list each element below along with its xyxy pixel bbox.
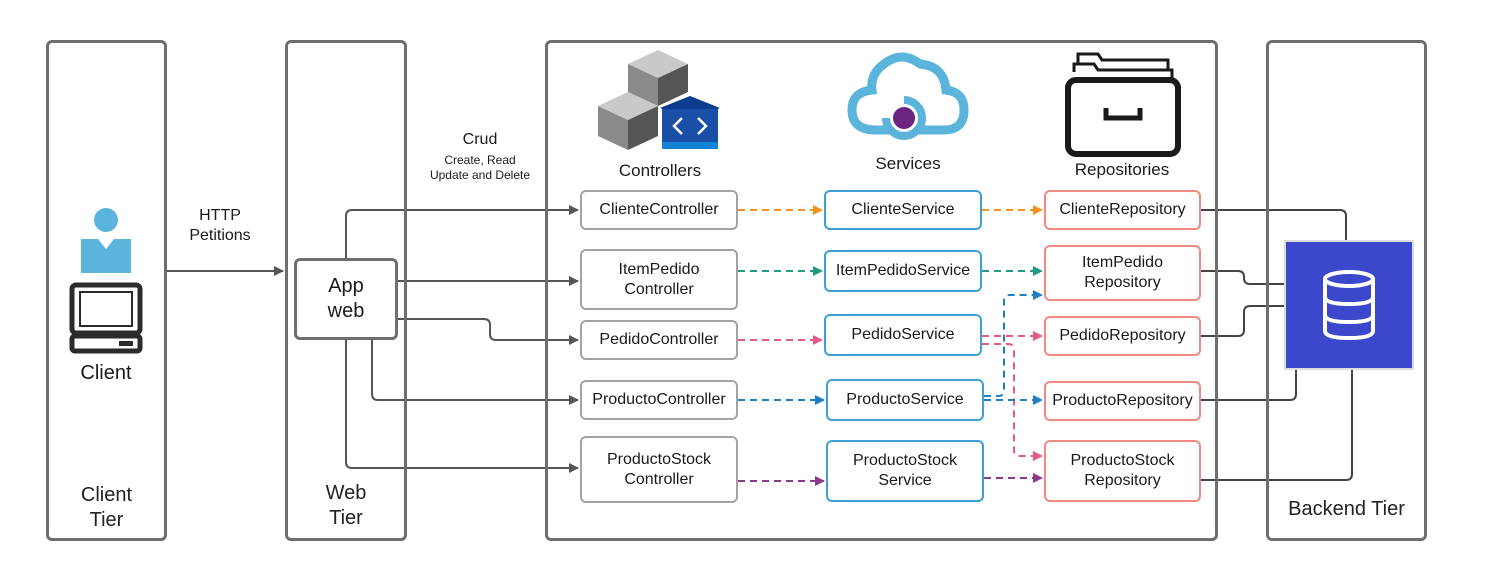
controllers-cubes-icon [598,50,720,150]
client-caption: Client [80,362,132,384]
user-icon [81,208,131,273]
crud-title: Crud [462,131,498,148]
service-cliente: ClienteService [824,190,982,230]
backend-tier: Backend Tier [1266,40,1427,541]
repository-pedido: PedidoRepository [1044,316,1201,356]
crud-line-2: Update and Delete [429,168,531,182]
app-to-cliente-controller [345,205,579,260]
controller-producto: ProductoController [580,380,738,420]
app-to-pedido-controller [397,318,579,345]
pedido-repo-to-db [1201,305,1287,337]
controller-cliente: ClienteController [580,190,738,230]
cliente-repo-to-db [1201,209,1347,242]
controller-productostock: ProductoStock Controller [580,436,738,503]
services-cloud-icon [847,52,969,140]
productostock-repo-to-db [1201,368,1353,481]
service-itempedido: ItemPedidoService [824,250,982,292]
service-productostock: ProductoStock Service [826,440,984,502]
service-producto: ProductoService [826,379,984,421]
repository-cliente: ClienteRepository [1044,190,1201,230]
application-tier [545,40,1218,541]
producto-svc-to-itempedido-repo [984,290,1043,397]
controllers-header: Controllers [618,161,702,180]
controller-pedido: PedidoController [580,320,738,360]
database-node [1286,242,1412,368]
repository-productostock: ProductoStock Repository [1044,440,1201,502]
backend-tier-label: Backend Tier [1288,498,1405,520]
web-tier-label: Web Tier [325,482,367,529]
client-tier: Client Tier [46,40,167,541]
database-icon [1323,270,1375,341]
controller-itempedido: ItemPedido Controller [580,249,738,310]
services-header: Services [875,154,941,173]
service-pedido: PedidoService [824,314,982,356]
app-to-productostock-controller [345,340,579,473]
crud-line-1: Create, Read [444,153,516,167]
repositories-cabinet-icon [1065,52,1181,157]
app-to-producto-controller [371,340,579,405]
producto-repo-to-db [1201,368,1297,401]
repository-itempedido: ItemPedido Repository [1044,245,1201,301]
app-web-node: App web [294,258,398,340]
repository-producto: ProductoRepository [1044,381,1201,421]
repositories-header: Repositories [1074,160,1170,179]
web-tier: Web Tier [285,40,407,541]
computer-icon [69,282,143,354]
http-label: HTTP Petitions [189,207,251,244]
itempedido-repo-to-db [1201,270,1287,285]
client-tier-label: Client Tier [80,484,133,531]
